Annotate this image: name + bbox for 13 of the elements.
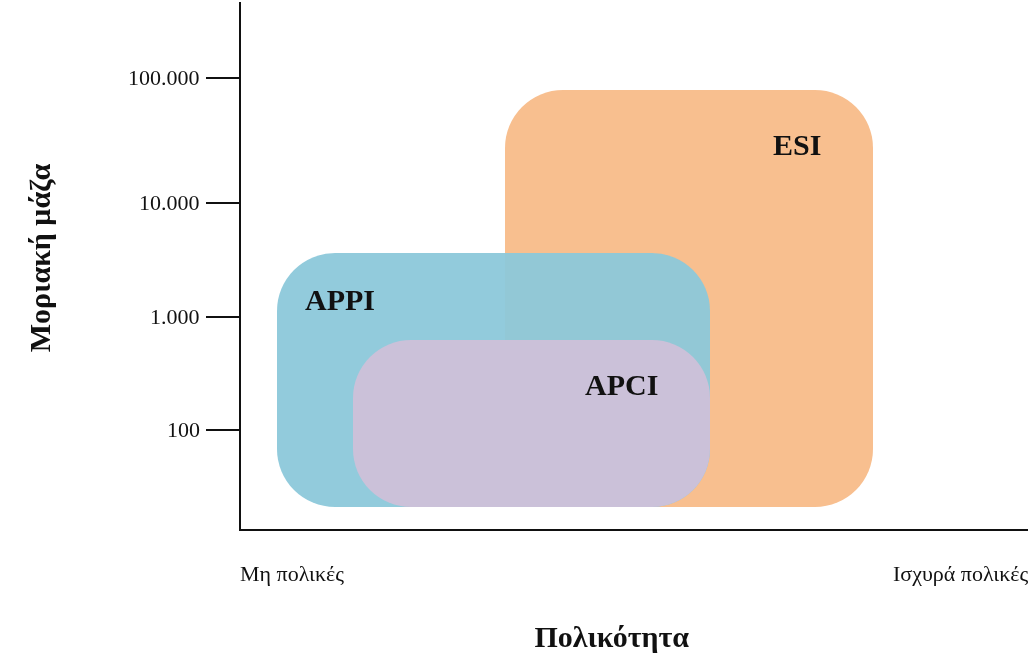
- axis-end-label: Ισχυρά πολικές: [893, 561, 1029, 587]
- tick-label: 10.000: [139, 190, 200, 216]
- axis-title: Μοριακή μάζα: [23, 163, 58, 353]
- region-box: [277, 253, 710, 507]
- tick-label: 1.000: [150, 304, 200, 330]
- region-label: APCI: [585, 368, 659, 402]
- axis-end-label: Μη πολικές: [240, 561, 345, 587]
- region-label: APPI: [305, 283, 375, 317]
- region-box: [353, 340, 710, 507]
- tick-label: 100.000: [128, 65, 200, 91]
- axis-title: Πολικότητα: [534, 620, 690, 654]
- tick-label: 100: [167, 417, 200, 443]
- region-label: ESI: [773, 128, 822, 162]
